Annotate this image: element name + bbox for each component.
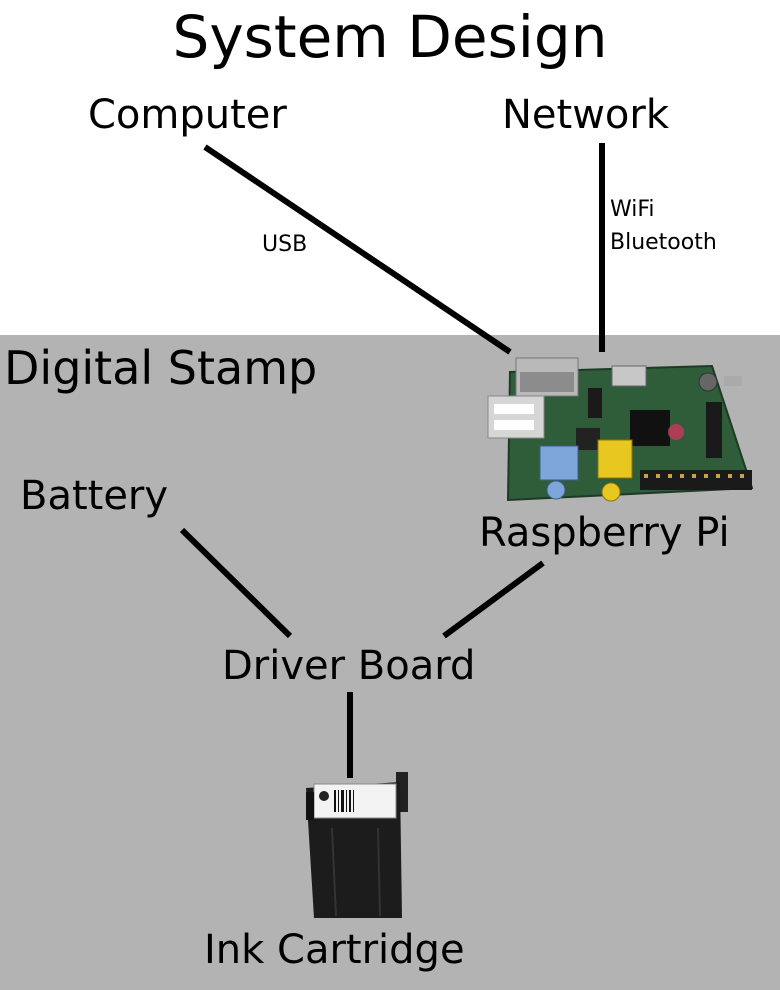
link-label-bluetooth: Bluetooth [610,230,717,255]
node-driver-board: Driver Board [222,643,476,689]
connector-battery-to-driver [179,527,293,639]
diagram-title: System Design [172,3,608,71]
node-battery: Battery [20,473,169,519]
node-ink-cartridge: Ink Cartridge [204,927,465,973]
connector-computer-to-pi [203,144,512,355]
node-raspberry-pi: Raspberry Pi [479,510,730,556]
node-computer: Computer [88,92,287,138]
ink-cartridge-icon [306,772,408,918]
node-network: Network [502,92,670,138]
link-label-wifi: WiFi [610,197,655,222]
zone-label-digital-stamp: Digital Stamp [4,341,318,395]
link-label-usb: USB [262,232,308,257]
raspberry-pi-board-icon [487,357,754,502]
connector-pi-to-driver [442,560,545,639]
